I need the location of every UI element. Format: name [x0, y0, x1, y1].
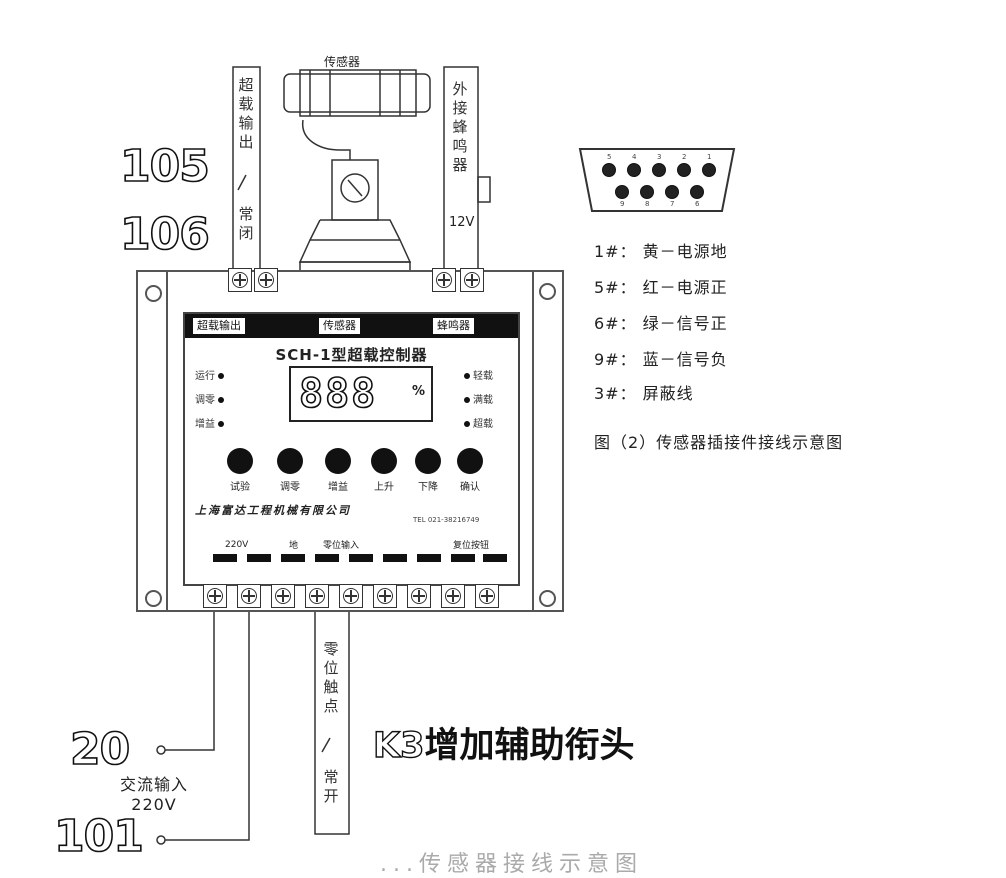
terminal-screw: [237, 584, 261, 608]
controller-face-panel: 超载输出 传感器 蜂鸣器 SCH-1型超载控制器 运行 调零 增益 888 % …: [183, 312, 520, 586]
sensor-connector-db9: 5 4 3 2 1 9 8 7 6: [576, 145, 738, 215]
terminal-block: [417, 554, 441, 562]
sensor-label: 传感器: [324, 55, 361, 69]
tag-buzzer: 蜂鸣器: [433, 318, 474, 334]
normally-open-label: 常开: [323, 768, 339, 805]
zero-contact-label: 零位触点: [323, 640, 339, 715]
indicator-run: 运行: [195, 370, 227, 384]
terminal-block: [315, 554, 339, 562]
gain-button-label: 增益: [328, 482, 348, 493]
overload-output-label: 超载输出: [238, 76, 254, 151]
zero-button[interactable]: [277, 448, 303, 474]
legend-pin-9: 9#： 蓝－信号负: [594, 350, 728, 369]
terminal-block: [451, 554, 475, 562]
terminal-label-reset: 复位按钮: [453, 541, 490, 551]
k3-annotation: K3增加辅助衔头: [372, 725, 635, 766]
connector-pin: [652, 163, 666, 177]
terminal-screw: [271, 584, 295, 608]
tag-overload-output: 超载输出: [193, 318, 245, 334]
terminal-block: [349, 554, 373, 562]
wire-number-20: 20: [69, 724, 131, 775]
connector-pin: [665, 185, 679, 199]
connector-pin: [615, 185, 629, 199]
connector-pin: [690, 185, 704, 199]
wire-number-101: 101: [53, 811, 144, 862]
buzzer-voltage-label: 12V: [449, 215, 475, 230]
mount-hole: [539, 283, 556, 300]
terminal-block: [383, 554, 407, 562]
terminal-screw: [228, 268, 252, 292]
terminal-screw: [441, 584, 465, 608]
connector-pin: [602, 163, 616, 177]
terminal-label-220v: 220V: [225, 540, 249, 550]
indicator-zero: 调零: [195, 394, 227, 408]
connector-pin: [640, 185, 654, 199]
connector-pin: [677, 163, 691, 177]
test-button[interactable]: [227, 448, 253, 474]
legend-pin-6: 6#： 绿－信号正: [594, 314, 728, 333]
left-mount-ear: [136, 270, 170, 612]
indicator-gain: 增益: [195, 418, 227, 432]
figure-caption: 图（2）传感器插接件接线示意图: [594, 433, 844, 452]
legend-pin-1: 1#： 黄－电源地: [594, 242, 728, 261]
terminal-screw: [460, 268, 484, 292]
lcd-display: 888 %: [289, 366, 433, 422]
terminal-screw: [475, 584, 499, 608]
external-buzzer-label: 外接蜂鸣器: [452, 80, 468, 174]
connector-pin: [702, 163, 716, 177]
terminal-screw: [305, 584, 329, 608]
indicator-full-load: 满载: [461, 394, 493, 408]
gain-button[interactable]: [325, 448, 351, 474]
connector-tag-bar: 超载输出 传感器 蜂鸣器: [185, 314, 518, 338]
right-mount-ear: [530, 270, 564, 612]
confirm-button-label: 确认: [460, 482, 480, 493]
mount-hole: [145, 590, 162, 607]
up-button[interactable]: [371, 448, 397, 474]
zero-button-label: 调零: [280, 482, 300, 493]
down-button[interactable]: [415, 448, 441, 474]
manufacturer-phone: TEL 021-38216749: [413, 516, 480, 524]
terminal-block: [213, 554, 237, 562]
normally-closed-label: 常闭: [238, 205, 254, 242]
terminal-screw: [373, 584, 397, 608]
manufacturer-name: 上海富达工程机械有限公司: [195, 504, 351, 517]
terminal-screw: [339, 584, 363, 608]
terminal-block: [247, 554, 271, 562]
legend-pin-5: 5#： 红－电源正: [594, 278, 728, 297]
down-button-label: 下降: [418, 482, 438, 493]
tag-sensor: 传感器: [319, 318, 360, 334]
connector-pin: [627, 163, 641, 177]
terminal-screw: [407, 584, 431, 608]
test-button-label: 试验: [230, 482, 250, 493]
terminal-label-ground: 地: [289, 541, 299, 551]
indicator-overload: 超载: [461, 418, 493, 432]
terminal-block: [281, 554, 305, 562]
ac-input-label: 交流输入 220V: [120, 775, 189, 814]
terminal-block: [483, 554, 507, 562]
legend-pin-3: 3#： 屏蔽线: [594, 384, 694, 403]
indicator-light-load: 轻载: [461, 370, 493, 384]
terminal-screw: [254, 268, 278, 292]
cut-off-title: ...传感器接线示意图: [380, 852, 643, 877]
lcd-unit: %: [411, 384, 425, 399]
wire-number-106: 106: [119, 209, 210, 260]
terminal-screw: [432, 268, 456, 292]
controller-model-title: SCH-1型超载控制器: [275, 346, 428, 364]
wire-number-105: 105: [119, 141, 210, 192]
confirm-button[interactable]: [457, 448, 483, 474]
terminal-screw: [203, 584, 227, 608]
up-button-label: 上升: [374, 482, 394, 493]
lcd-digits: 888: [298, 371, 378, 417]
mount-hole: [539, 590, 556, 607]
mount-hole: [145, 285, 162, 302]
terminal-label-zero-input: 零位输入: [323, 541, 360, 551]
